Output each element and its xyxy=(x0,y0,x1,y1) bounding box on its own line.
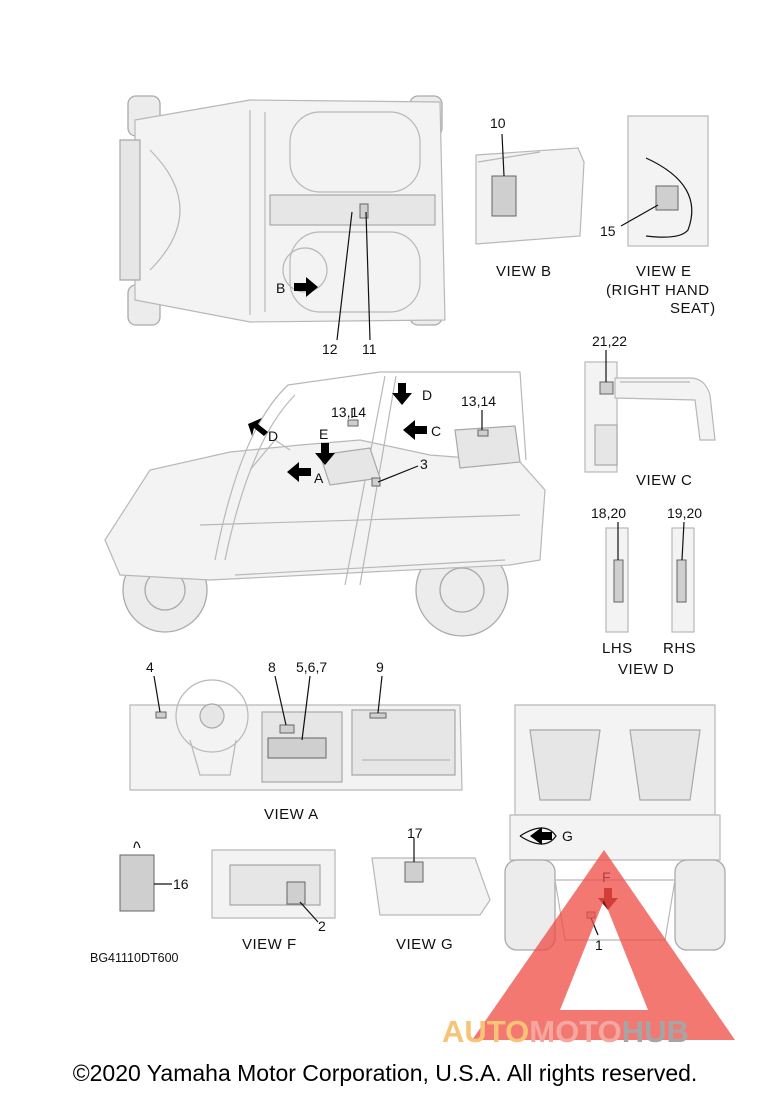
callout-3: 3 xyxy=(420,456,428,472)
caption-rhs: RHS xyxy=(663,640,696,657)
rear-view-vehicle: G F 1 xyxy=(504,704,726,953)
top-view-vehicle: B 12 11 xyxy=(119,95,446,357)
callout-2: 2 xyxy=(318,918,326,934)
view-b-detail: 10 VIEW B xyxy=(475,115,585,280)
diagram-code: BG41110DT600 xyxy=(90,951,179,965)
view-f-detail: 2 VIEW F xyxy=(211,849,336,953)
caption-view-e-subtitle: (RIGHT HAND xyxy=(606,282,710,299)
callout-10: 10 xyxy=(490,115,506,131)
watermark-auto: AUTO xyxy=(442,1014,529,1049)
arrow-label-d-upper: D xyxy=(422,387,432,403)
watermark-moto: MOTO xyxy=(529,1014,621,1049)
caption-view-g: VIEW G xyxy=(396,936,453,953)
callout-19-20: 19,20 xyxy=(667,505,702,521)
callout-1: 1 xyxy=(595,937,603,953)
arrow-label-g: G xyxy=(562,828,573,844)
svg-text:AUTOMOTOHUB: AUTOMOTOHUB xyxy=(442,1014,689,1049)
arrow-label-e: E xyxy=(319,426,328,442)
callout-9: 9 xyxy=(376,659,384,675)
view-c-detail: 21,22 VIEW C xyxy=(584,333,716,489)
arrow-label-d-left: D xyxy=(268,428,278,444)
caption-view-f: VIEW F xyxy=(242,936,297,953)
callout-17: 17 xyxy=(407,825,423,841)
callout-21-22: 21,22 xyxy=(592,333,627,349)
caption-view-e-subtitle-2: SEAT) xyxy=(670,300,716,317)
callout-8: 8 xyxy=(268,659,276,675)
callout-15: 15 xyxy=(600,223,616,239)
watermark-logo: AUTOMOTOHUB xyxy=(442,850,735,1049)
part-16-tag: 16 xyxy=(119,841,189,912)
view-e-detail: 15 VIEW E (RIGHT HAND SEAT) xyxy=(600,115,716,317)
caption-lhs: LHS xyxy=(602,640,633,657)
callout-12: 12 xyxy=(322,341,338,357)
arrow-label-c: C xyxy=(431,423,441,439)
caption-view-c: VIEW C xyxy=(636,472,692,489)
caption-view-d: VIEW D xyxy=(618,661,674,678)
callout-16: 16 xyxy=(173,876,189,892)
watermark-hub: HUB xyxy=(622,1014,689,1049)
caption-view-b: VIEW B xyxy=(496,263,552,280)
callout-18-20: 18,20 xyxy=(591,505,626,521)
caption-view-a: VIEW A xyxy=(264,806,319,823)
callout-13-14-rear: 13,14 xyxy=(461,393,496,409)
view-g-detail: 17 VIEW G xyxy=(371,825,491,953)
callout-11: 11 xyxy=(362,341,377,357)
arrow-label-a: A xyxy=(314,470,324,486)
caption-view-e: VIEW E xyxy=(636,263,692,280)
callout-4: 4 xyxy=(146,659,154,675)
side-view-vehicle: 13,14 13,14 3 D D C E A xyxy=(104,371,546,637)
copyright-notice: ©2020 Yamaha Motor Corporation, U.S.A. A… xyxy=(72,1060,698,1086)
view-d-detail: 18,20 19,20 LHS RHS VIEW D xyxy=(591,505,702,678)
arrow-label-b: B xyxy=(276,280,285,296)
callout-5-6-7: 5,6,7 xyxy=(296,659,327,675)
callout-13-14-front: 13,14 xyxy=(331,404,366,420)
view-a-dashboard: 4 8 5,6,7 9 VIEW A xyxy=(129,659,463,823)
